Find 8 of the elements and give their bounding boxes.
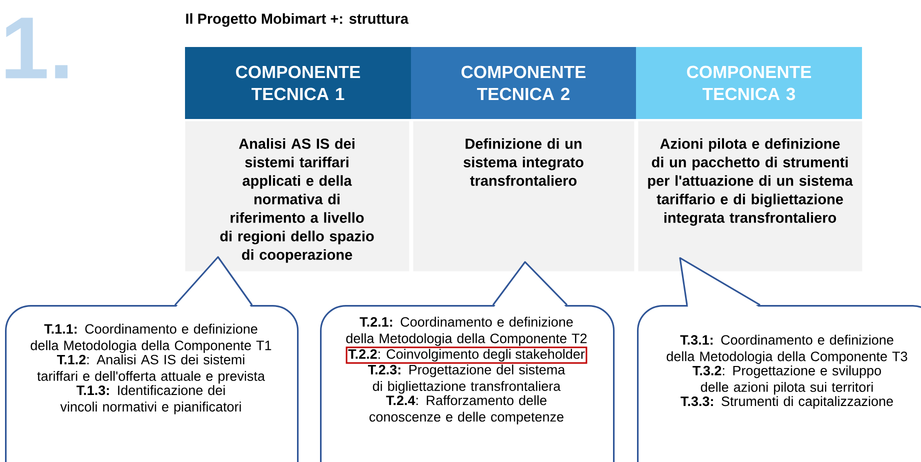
header-box: COMPONENTE TECNICA 3 xyxy=(636,47,862,119)
text-panel: Analisi AS IS dei sistemi tariffari applicati e della normativa di riferimento a livello di regioni dello spazio di cooperazione xyxy=(185,121,410,272)
header-box: COMPONENTE TECNICA 2 xyxy=(411,47,636,119)
header-box: COMPONENTE TECNICA 1 xyxy=(185,47,411,119)
text-panel: Definizione di un sistema integrato transfrontaliero xyxy=(413,121,634,272)
section-number: 1. xyxy=(6,18,68,78)
text-panel: Azioni pilota e definizione di un pacchetto di strumenti per l'attuazione di un sistema tariffario e di bigliettazione integrata transfrontaliero xyxy=(638,121,862,272)
title: Il Progetto Mobimart +: struttura xyxy=(186,13,409,27)
